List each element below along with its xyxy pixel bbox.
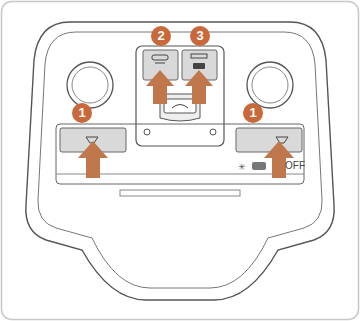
callout-number: 1: [72, 103, 92, 123]
button-text: OFF: [285, 160, 305, 172]
callout-number: 1: [243, 103, 263, 123]
callout-number: 3: [190, 26, 210, 46]
callout-number: 2: [151, 26, 171, 46]
svg-text:✳: ✳: [238, 162, 246, 172]
